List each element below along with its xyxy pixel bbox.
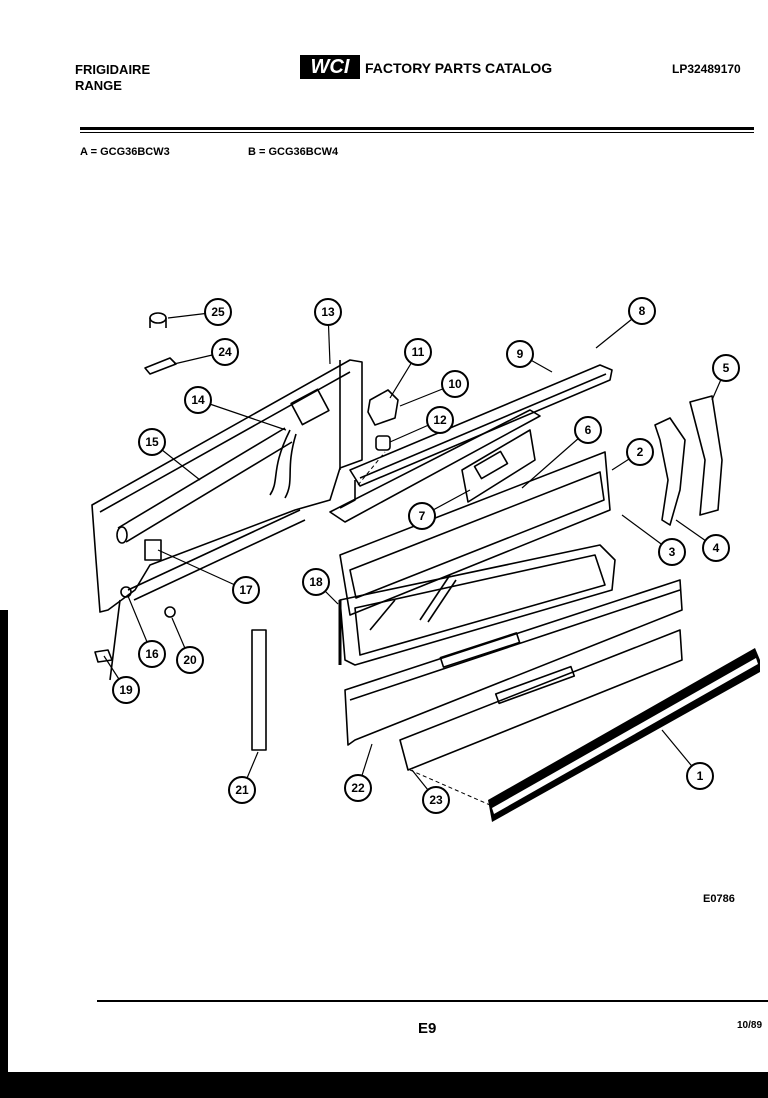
revision-date: 10/89 [737, 1020, 763, 1031]
callout-3: 3 [658, 538, 686, 566]
svg-text:5: 5 [723, 361, 730, 375]
callout-12: 12 [426, 406, 454, 434]
svg-text:10: 10 [448, 377, 462, 391]
callout-6: 6 [574, 416, 602, 444]
svg-text:2: 2 [637, 445, 644, 459]
knob-insert [375, 435, 391, 451]
callout-8: 8 [628, 297, 656, 325]
callout-4: 4 [702, 534, 730, 562]
clock-timer [461, 429, 536, 503]
callout-19: 19 [112, 676, 140, 704]
wire-harness [269, 429, 291, 496]
glass-panel [339, 544, 616, 666]
header-rule-thin [80, 132, 754, 133]
svg-text:22: 22 [351, 781, 365, 795]
svg-text:11: 11 [412, 345, 425, 359]
svg-text:18: 18 [309, 575, 323, 589]
footer-rule [97, 1000, 768, 1002]
burner-tube [116, 427, 293, 544]
svg-text:6: 6 [585, 423, 592, 437]
svg-text:15: 15 [145, 435, 159, 449]
callout-11: 11 [404, 338, 432, 366]
callout-1: 1 [686, 762, 714, 790]
header-rule [80, 127, 754, 130]
scan-edge-left [0, 610, 8, 1080]
wire-connector [94, 649, 113, 663]
svg-text:8: 8 [639, 304, 646, 318]
mount-bracket [329, 409, 541, 523]
logo-text: WCI [311, 56, 350, 78]
page-code: E9 [418, 1020, 437, 1037]
callout-7: 7 [408, 502, 436, 530]
catalog-title: FACTORY PARTS CATALOG [365, 60, 553, 76]
svg-text:19: 19 [119, 683, 133, 697]
svg-text:17: 17 [239, 583, 253, 597]
lower-tube [127, 509, 306, 601]
callout-2: 2 [626, 438, 654, 466]
callout-21: 21 [228, 776, 256, 804]
brand-name: FRIGIDAIRE [75, 62, 151, 77]
svg-text:7: 7 [419, 509, 426, 523]
callout-markers: 1 2 3 4 5 6 7 8 9 10 11 12 13 14 15 16 1… [112, 297, 740, 814]
valve-bracket [367, 389, 399, 426]
switch-block [144, 539, 162, 561]
svg-text:3: 3 [669, 545, 676, 559]
callout-5: 5 [712, 354, 740, 382]
svg-text:14: 14 [191, 393, 205, 407]
side-bracket-right [689, 395, 723, 516]
callout-23: 23 [422, 786, 450, 814]
callout-18: 18 [302, 568, 330, 596]
manifold-panel [91, 359, 363, 613]
ignitor-cap [149, 312, 167, 324]
callout-14: 14 [184, 386, 212, 414]
callout-25: 25 [204, 298, 232, 326]
screw [164, 606, 176, 618]
svg-text:9: 9 [517, 347, 524, 361]
callout-13: 13 [314, 298, 342, 326]
side-bracket-left [654, 417, 686, 526]
control-panel [339, 451, 611, 616]
model-b-label: B = GCG36BCW4 [248, 146, 339, 158]
svg-text:13: 13 [321, 305, 335, 319]
callout-20: 20 [176, 646, 204, 674]
callout-10: 10 [441, 370, 469, 398]
svg-text:4: 4 [713, 541, 720, 555]
ignitor-clip [144, 357, 177, 375]
trim-frame [344, 579, 683, 746]
svg-text:20: 20 [183, 653, 197, 667]
svg-text:24: 24 [218, 345, 232, 359]
support-bar [349, 364, 613, 487]
scan-edge-bottom [0, 1072, 768, 1098]
callout-15: 15 [138, 428, 166, 456]
callout-16: 16 [138, 640, 166, 668]
brand-block: FRIGIDAIRE RANGE [75, 62, 150, 94]
lower-trim [399, 629, 683, 771]
product-type: RANGE [75, 78, 122, 93]
part-number: LP32489170 [672, 62, 741, 76]
diagram-code: E0786 [703, 893, 735, 905]
svg-text:23: 23 [429, 793, 443, 807]
callout-17: 17 [232, 576, 260, 604]
callout-22: 22 [344, 774, 372, 802]
svg-text:1: 1 [697, 769, 704, 783]
callout-24: 24 [211, 338, 239, 366]
wci-logo: WCI [300, 55, 360, 79]
svg-text:16: 16 [145, 647, 159, 661]
model-a-label: A = GCG36BCW3 [80, 146, 170, 158]
callout-9: 9 [506, 340, 534, 368]
svg-text:25: 25 [211, 305, 225, 319]
svg-text:21: 21 [235, 783, 249, 797]
svg-text:12: 12 [433, 413, 447, 427]
end-trim-strip [251, 629, 267, 751]
